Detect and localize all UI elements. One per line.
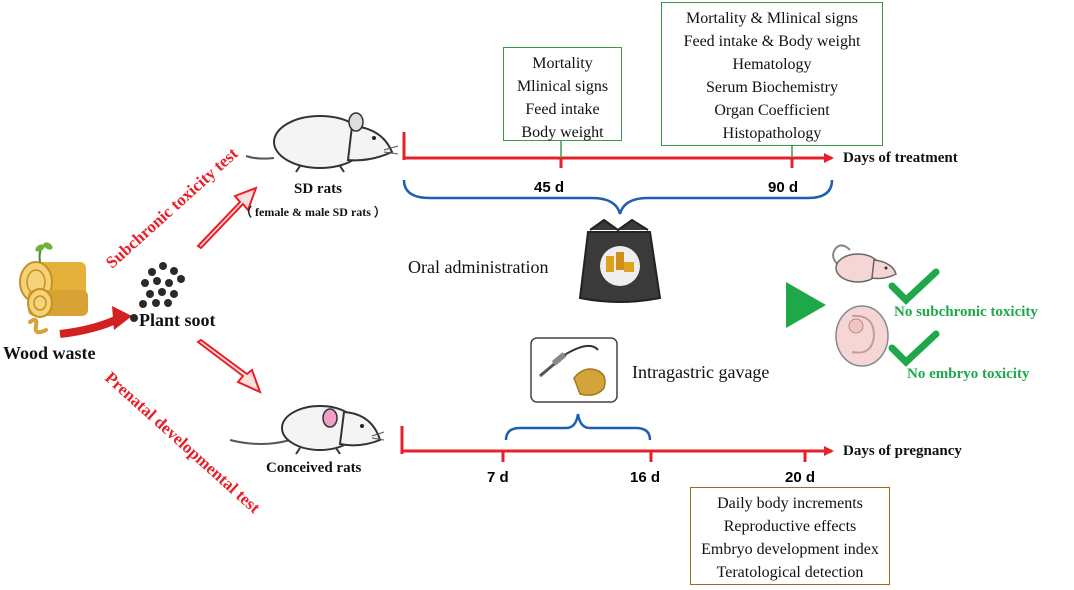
box-90d-item: Histopathology [722, 125, 822, 142]
treatment-axis-label: Days of treatment [843, 150, 958, 166]
sd-rats-label: SD rats [294, 181, 342, 197]
intragastric-gavage-icon [530, 337, 618, 403]
oral-administration-label: Oral administration [408, 257, 549, 277]
assessment-box-90d: Mortality & Mlinical signs Feed intake &… [661, 2, 883, 146]
box-45d-item: Mortality [532, 55, 593, 72]
conceived-rats-label: Conceived rats [266, 460, 362, 476]
result-subchronic: No subchronic toxicity [894, 304, 1038, 320]
check-embryo-icon [888, 330, 940, 367]
box-45d-item: Body weight [521, 124, 604, 141]
box-90d-item: Mortality & Mlinical signs [686, 10, 858, 27]
tick-20d: 20 d [785, 469, 816, 486]
tick-90d: 90 d [768, 179, 799, 196]
arrow-to-conceived-rats [196, 338, 262, 394]
intragastric-gavage-label: Intragastric gavage [632, 362, 770, 382]
check-subchronic-icon [888, 268, 940, 305]
box-90d-item: Organ Coefficient [714, 102, 830, 119]
box-20d-item: Embryo development index [701, 541, 879, 558]
result-embryo: No embryo toxicity [907, 366, 1030, 382]
tick-16d: 16 d [630, 469, 661, 486]
wood-logs-icon [19, 242, 88, 335]
arrow-to-sd-rats [196, 186, 258, 250]
sd-rat-icon [245, 112, 399, 173]
pregnancy-axis-label: Days of pregnancy [843, 443, 962, 459]
box-20d-item: Reproductive effects [723, 518, 857, 535]
healthy-rat-icon [832, 244, 897, 283]
box-20d-item: Teratological detection [716, 564, 864, 581]
box-45d-item: Mlinical signs [516, 78, 609, 95]
treatment-timeline [402, 132, 834, 168]
assessment-box-20d: Daily body increments Reproductive effec… [690, 487, 890, 585]
result-arrow-icon [786, 282, 826, 328]
tick-45d: 45 d [534, 179, 565, 196]
box-90d-item: Hematology [732, 56, 812, 73]
gavage-period-bracket [504, 413, 652, 441]
box-90d-item: Feed intake & Body weight [683, 33, 861, 50]
pregnancy-timeline [400, 426, 834, 462]
box-45d-item: Feed intake [525, 101, 600, 118]
feed-sack-icon [578, 218, 662, 303]
conceived-rat-icon [229, 405, 385, 455]
tick-7d: 7 d [487, 469, 509, 486]
conversion-arrow [59, 306, 132, 338]
wood-waste-label: Wood waste [3, 343, 96, 363]
embryo-icon [835, 305, 889, 367]
treatment-period-bracket [402, 179, 834, 215]
plant-soot-label: Plant soot [139, 310, 216, 330]
assessment-box-45d: Mortality Mlinical signs Feed intake Bod… [503, 47, 622, 141]
box-90d-item: Serum Biochemistry [706, 79, 838, 96]
sd-rats-sublabel: （ female & male SD rats ） [240, 205, 386, 219]
plant-soot-icon [130, 262, 185, 322]
box-20d-item: Daily body increments [717, 495, 863, 512]
